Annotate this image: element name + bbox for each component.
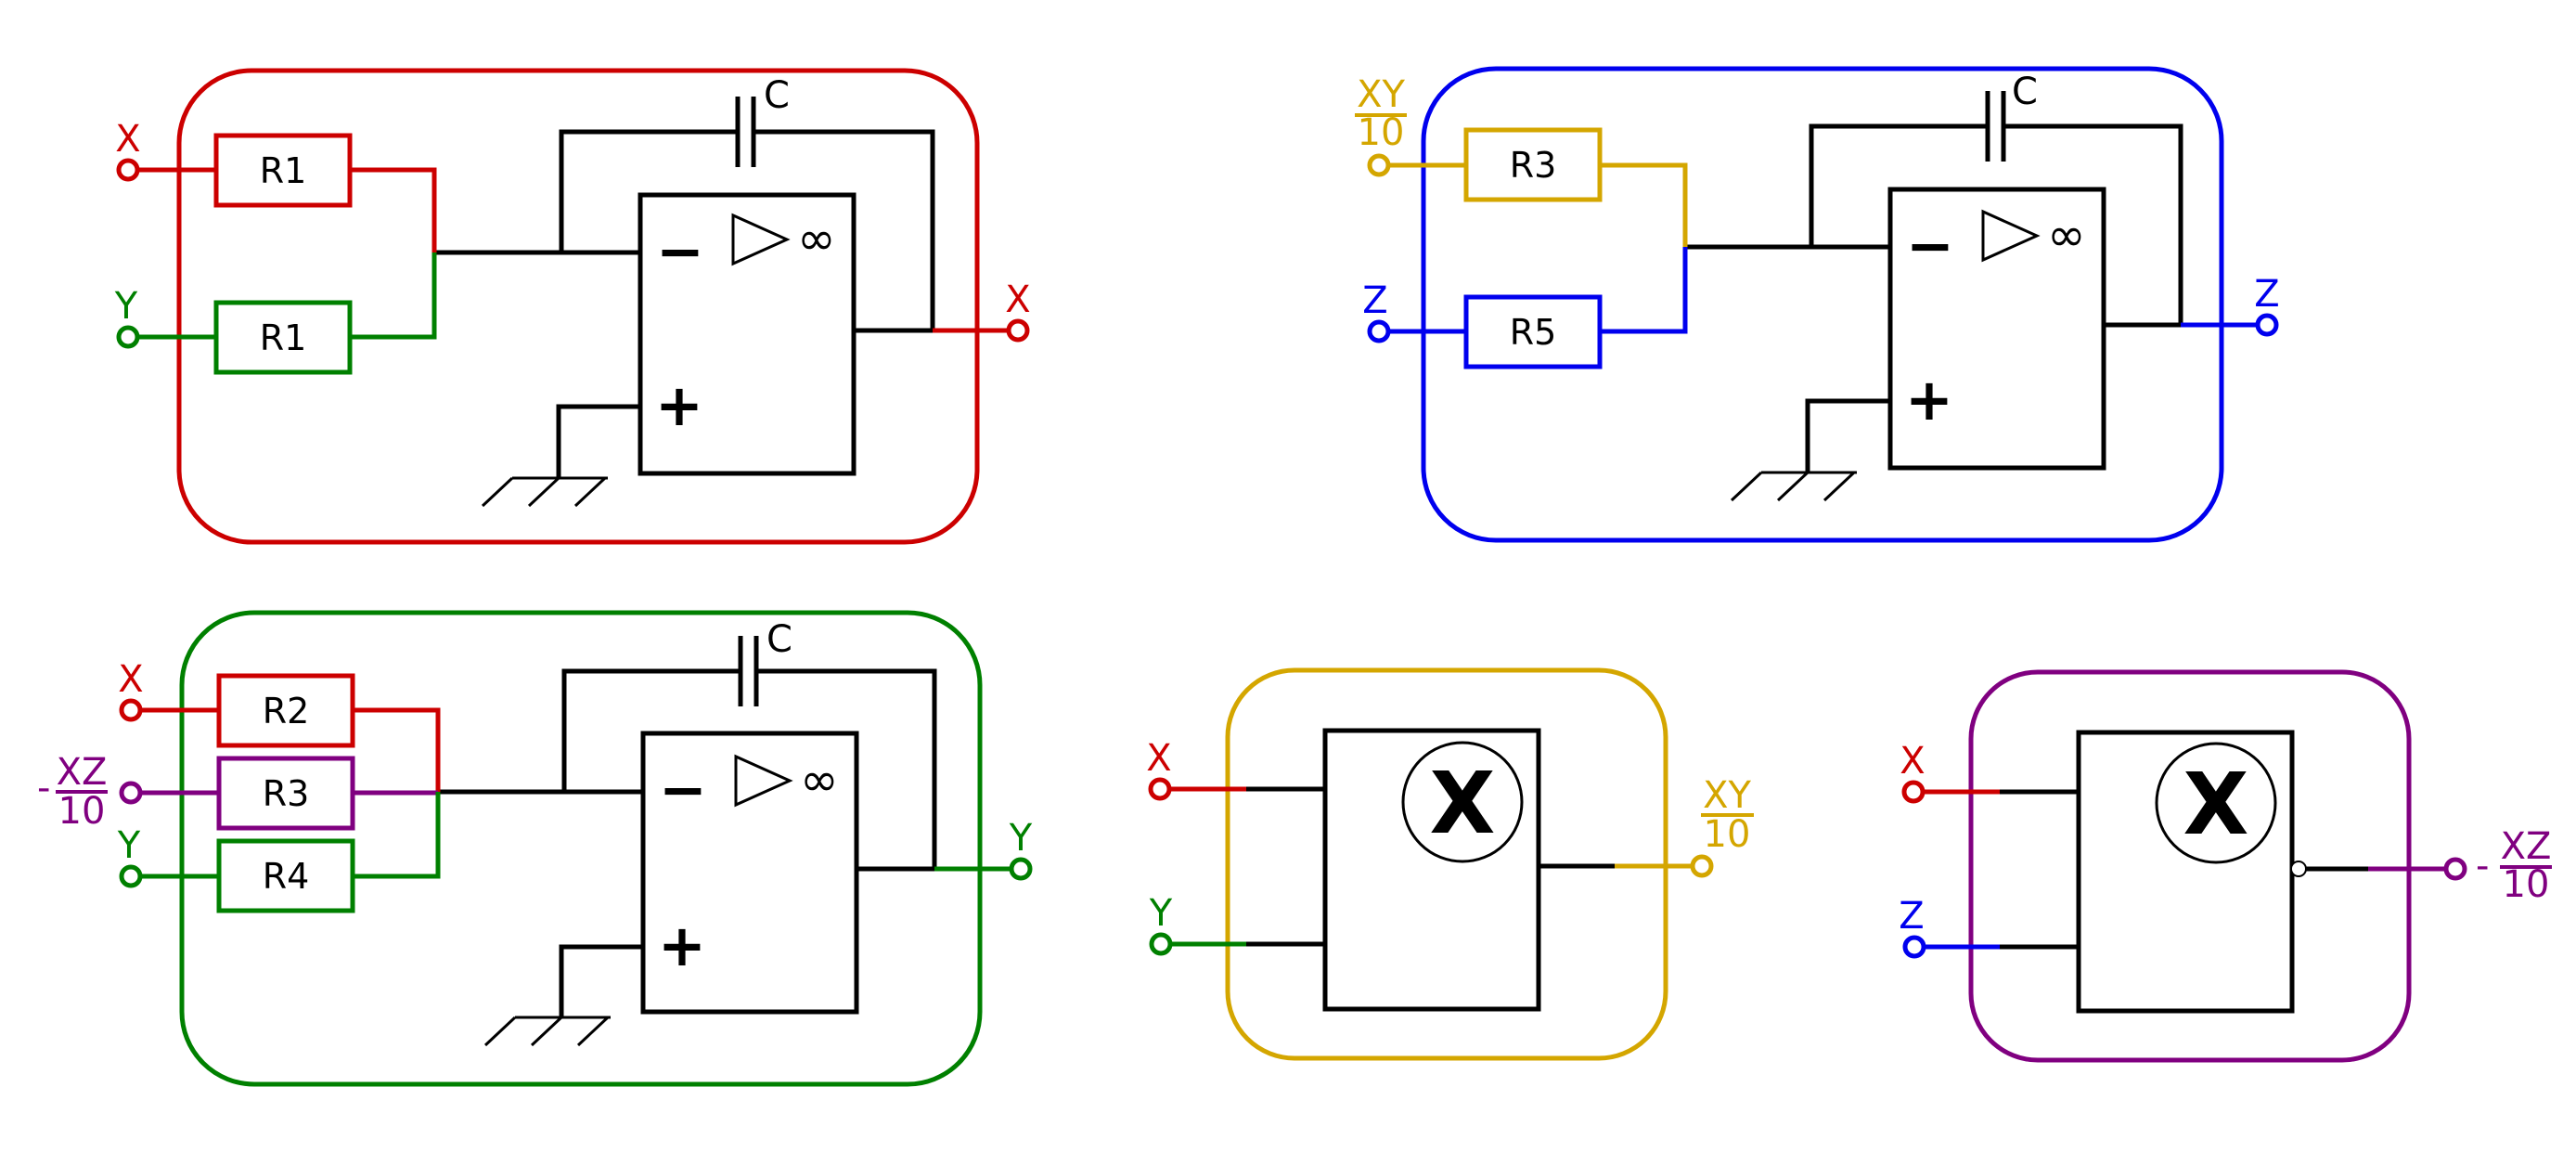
- integrator-y-resistor-3-label: R4: [263, 856, 310, 897]
- integrator-y-input-2-sign: -: [37, 767, 50, 809]
- integrator-y-ground-icon: [483, 1016, 611, 1047]
- integrator-z-ground-icon: [1730, 471, 1857, 502]
- integrator-x-plus-sign: +: [655, 371, 703, 439]
- integrator-x-amp-triangle-icon: [731, 213, 791, 266]
- integrator-x-ground-icon: [481, 476, 608, 508]
- integrator-y-output-terminal: [1009, 857, 1033, 881]
- integrator-y-capacitor-label: C: [766, 618, 792, 661]
- integrator-x-infinity: ∞: [797, 212, 836, 265]
- integrator-z-input-2-label: Z: [1362, 279, 1387, 322]
- multiplier-xz-block: X X Z - XZ 10: [1899, 669, 2552, 1063]
- integrator-y-infinity: ∞: [800, 753, 839, 807]
- integrator-z-frame: [1421, 66, 2224, 543]
- multiplier-xy-input-1-label: X: [1146, 737, 1171, 780]
- multiplier-xz-symbol: X: [2183, 755, 2249, 854]
- multiplier-xy-input-1-terminal: [1148, 777, 1172, 801]
- integrator-x-opamp: [638, 192, 857, 476]
- multiplier-xz-input-2-terminal: [1902, 935, 1926, 959]
- integrator-x-resistor-1-label: R1: [260, 150, 307, 191]
- integrator-y-input-1-terminal: [119, 698, 143, 722]
- integrator-z-output-terminal: [2255, 313, 2279, 337]
- integrator-x-output-label: X: [1005, 278, 1030, 321]
- multiplier-xy-output-terminal: [1690, 854, 1714, 878]
- integrator-x-ground-wire: [556, 404, 640, 478]
- integrator-x-input-1-wire-out: [350, 167, 437, 252]
- integrator-z-amp-triangle-icon: [1981, 209, 2041, 263]
- integrator-x-input-1-label: X: [115, 118, 140, 161]
- integrator-z-input-2-wire-out: [1600, 247, 1688, 334]
- integrator-x-minus-sign: −: [656, 217, 704, 285]
- integrator-z-resistor-2-label: R5: [1510, 312, 1557, 353]
- multiplier-xz-output-terminal: [2443, 857, 2467, 881]
- integrator-x-input-2-terminal: [116, 325, 140, 349]
- integrator-y-input-1-wire-out: [353, 707, 441, 792]
- multiplier-xz-symbol-circle: [2155, 742, 2277, 864]
- multiplier-xy-input-2-terminal: [1149, 932, 1173, 956]
- integrator-y-resistor-1-label: R2: [263, 691, 310, 731]
- integrator-y-input-2-numerator: XZ: [57, 751, 108, 794]
- integrator-z-input-1-denominator: 10: [1358, 111, 1405, 154]
- integrator-z-plus-sign: +: [1905, 366, 1953, 434]
- multiplier-xy-input-2-label: Y: [1149, 892, 1173, 935]
- multiplier-xz-output-denominator: 10: [2503, 863, 2550, 906]
- multiplier-xz-input-1-label: X: [1900, 740, 1925, 783]
- integrator-y-ground-wire: [559, 944, 643, 1017]
- integrator-x-block: ∞ − + C X X R1 Y: [114, 68, 1031, 545]
- integrator-z-infinity: ∞: [2047, 208, 2086, 262]
- integrator-x-feedback-wire-right: [755, 129, 935, 330]
- integrator-x-feedback-wire: [559, 129, 737, 252]
- multiplier-xy-symbol-circle: [1401, 741, 1524, 863]
- integrator-y-resistor-2-label: R3: [263, 773, 310, 814]
- integrator-y-feedback-wire-right: [758, 668, 937, 869]
- multiplier-xy-output-denominator: 10: [1704, 813, 1751, 856]
- integrator-y-frame: [179, 610, 983, 1087]
- integrator-z-input-1-wire-out: [1600, 162, 1688, 247]
- integrator-z-minus-sign: −: [1906, 212, 1954, 279]
- integrator-x-capacitor-label: C: [764, 74, 790, 117]
- multiplier-xy-body: [1322, 728, 1541, 1012]
- multiplier-xz-output-sign: -: [2476, 845, 2489, 887]
- multiplier-xz-input-1-terminal: [1901, 780, 1926, 804]
- integrator-y-input-2-terminal: [119, 781, 143, 805]
- integrator-z-input-1-numerator: XY: [1357, 73, 1405, 116]
- integrator-y-opamp: [640, 731, 859, 1015]
- integrator-y-feedback-wire: [561, 668, 740, 792]
- integrator-z-feedback-wire: [1809, 123, 1987, 247]
- integrator-y-amp-triangle-icon: [734, 754, 793, 808]
- multiplier-xz-inversion-bubble: [2290, 861, 2307, 877]
- integrator-x-output-terminal: [1006, 318, 1030, 343]
- multiplier-xy-output-numerator: XY: [1703, 774, 1751, 817]
- multiplier-xy-symbol: X: [1430, 754, 1496, 853]
- multiplier-xz-frame: [1968, 669, 2412, 1063]
- integrator-x-input-1-terminal: [116, 158, 140, 182]
- integrator-z-capacitor-label: C: [2012, 71, 2038, 113]
- integrator-z-block: ∞ − + C Z XY 10 R3 Z R5: [1355, 66, 2280, 543]
- integrator-z-input-1-terminal: [1367, 153, 1391, 177]
- integrator-z-output-label: Z: [2254, 273, 2279, 316]
- integrator-y-output-label: Y: [1009, 817, 1033, 860]
- integrator-y-input-1-label: X: [118, 658, 143, 701]
- integrator-y-block: ∞ − + C Y X R2 - XZ 10: [37, 610, 1033, 1087]
- multiplier-xz-input-2-label: Z: [1899, 895, 1924, 938]
- integrator-y-plus-sign: +: [658, 912, 706, 979]
- integrator-z-resistor-1-label: R3: [1510, 145, 1557, 186]
- multiplier-xy-block: X X Y XY 10: [1146, 667, 1754, 1061]
- integrator-y-input-3-terminal: [119, 864, 143, 888]
- integrator-x-input-2-label: Y: [114, 285, 138, 328]
- integrator-x-resistor-2-label: R1: [260, 317, 307, 358]
- integrator-y-input-3-label: Y: [117, 824, 141, 867]
- integrator-z-feedback-wire-right: [2005, 123, 2183, 325]
- multiplier-xz-output-numerator: XZ: [2501, 825, 2552, 868]
- integrator-y-input-3-wire-out: [353, 792, 441, 879]
- integrator-y-minus-sign: −: [659, 756, 707, 823]
- integrator-z-input-2-terminal: [1367, 319, 1391, 343]
- integrator-z-ground-wire: [1805, 398, 1890, 472]
- integrator-x-input-2-wire-out: [350, 252, 437, 340]
- integrator-z-opamp: [1887, 187, 2106, 471]
- integrator-y-input-2-denominator: 10: [58, 790, 106, 833]
- integrator-x-frame: [176, 68, 980, 545]
